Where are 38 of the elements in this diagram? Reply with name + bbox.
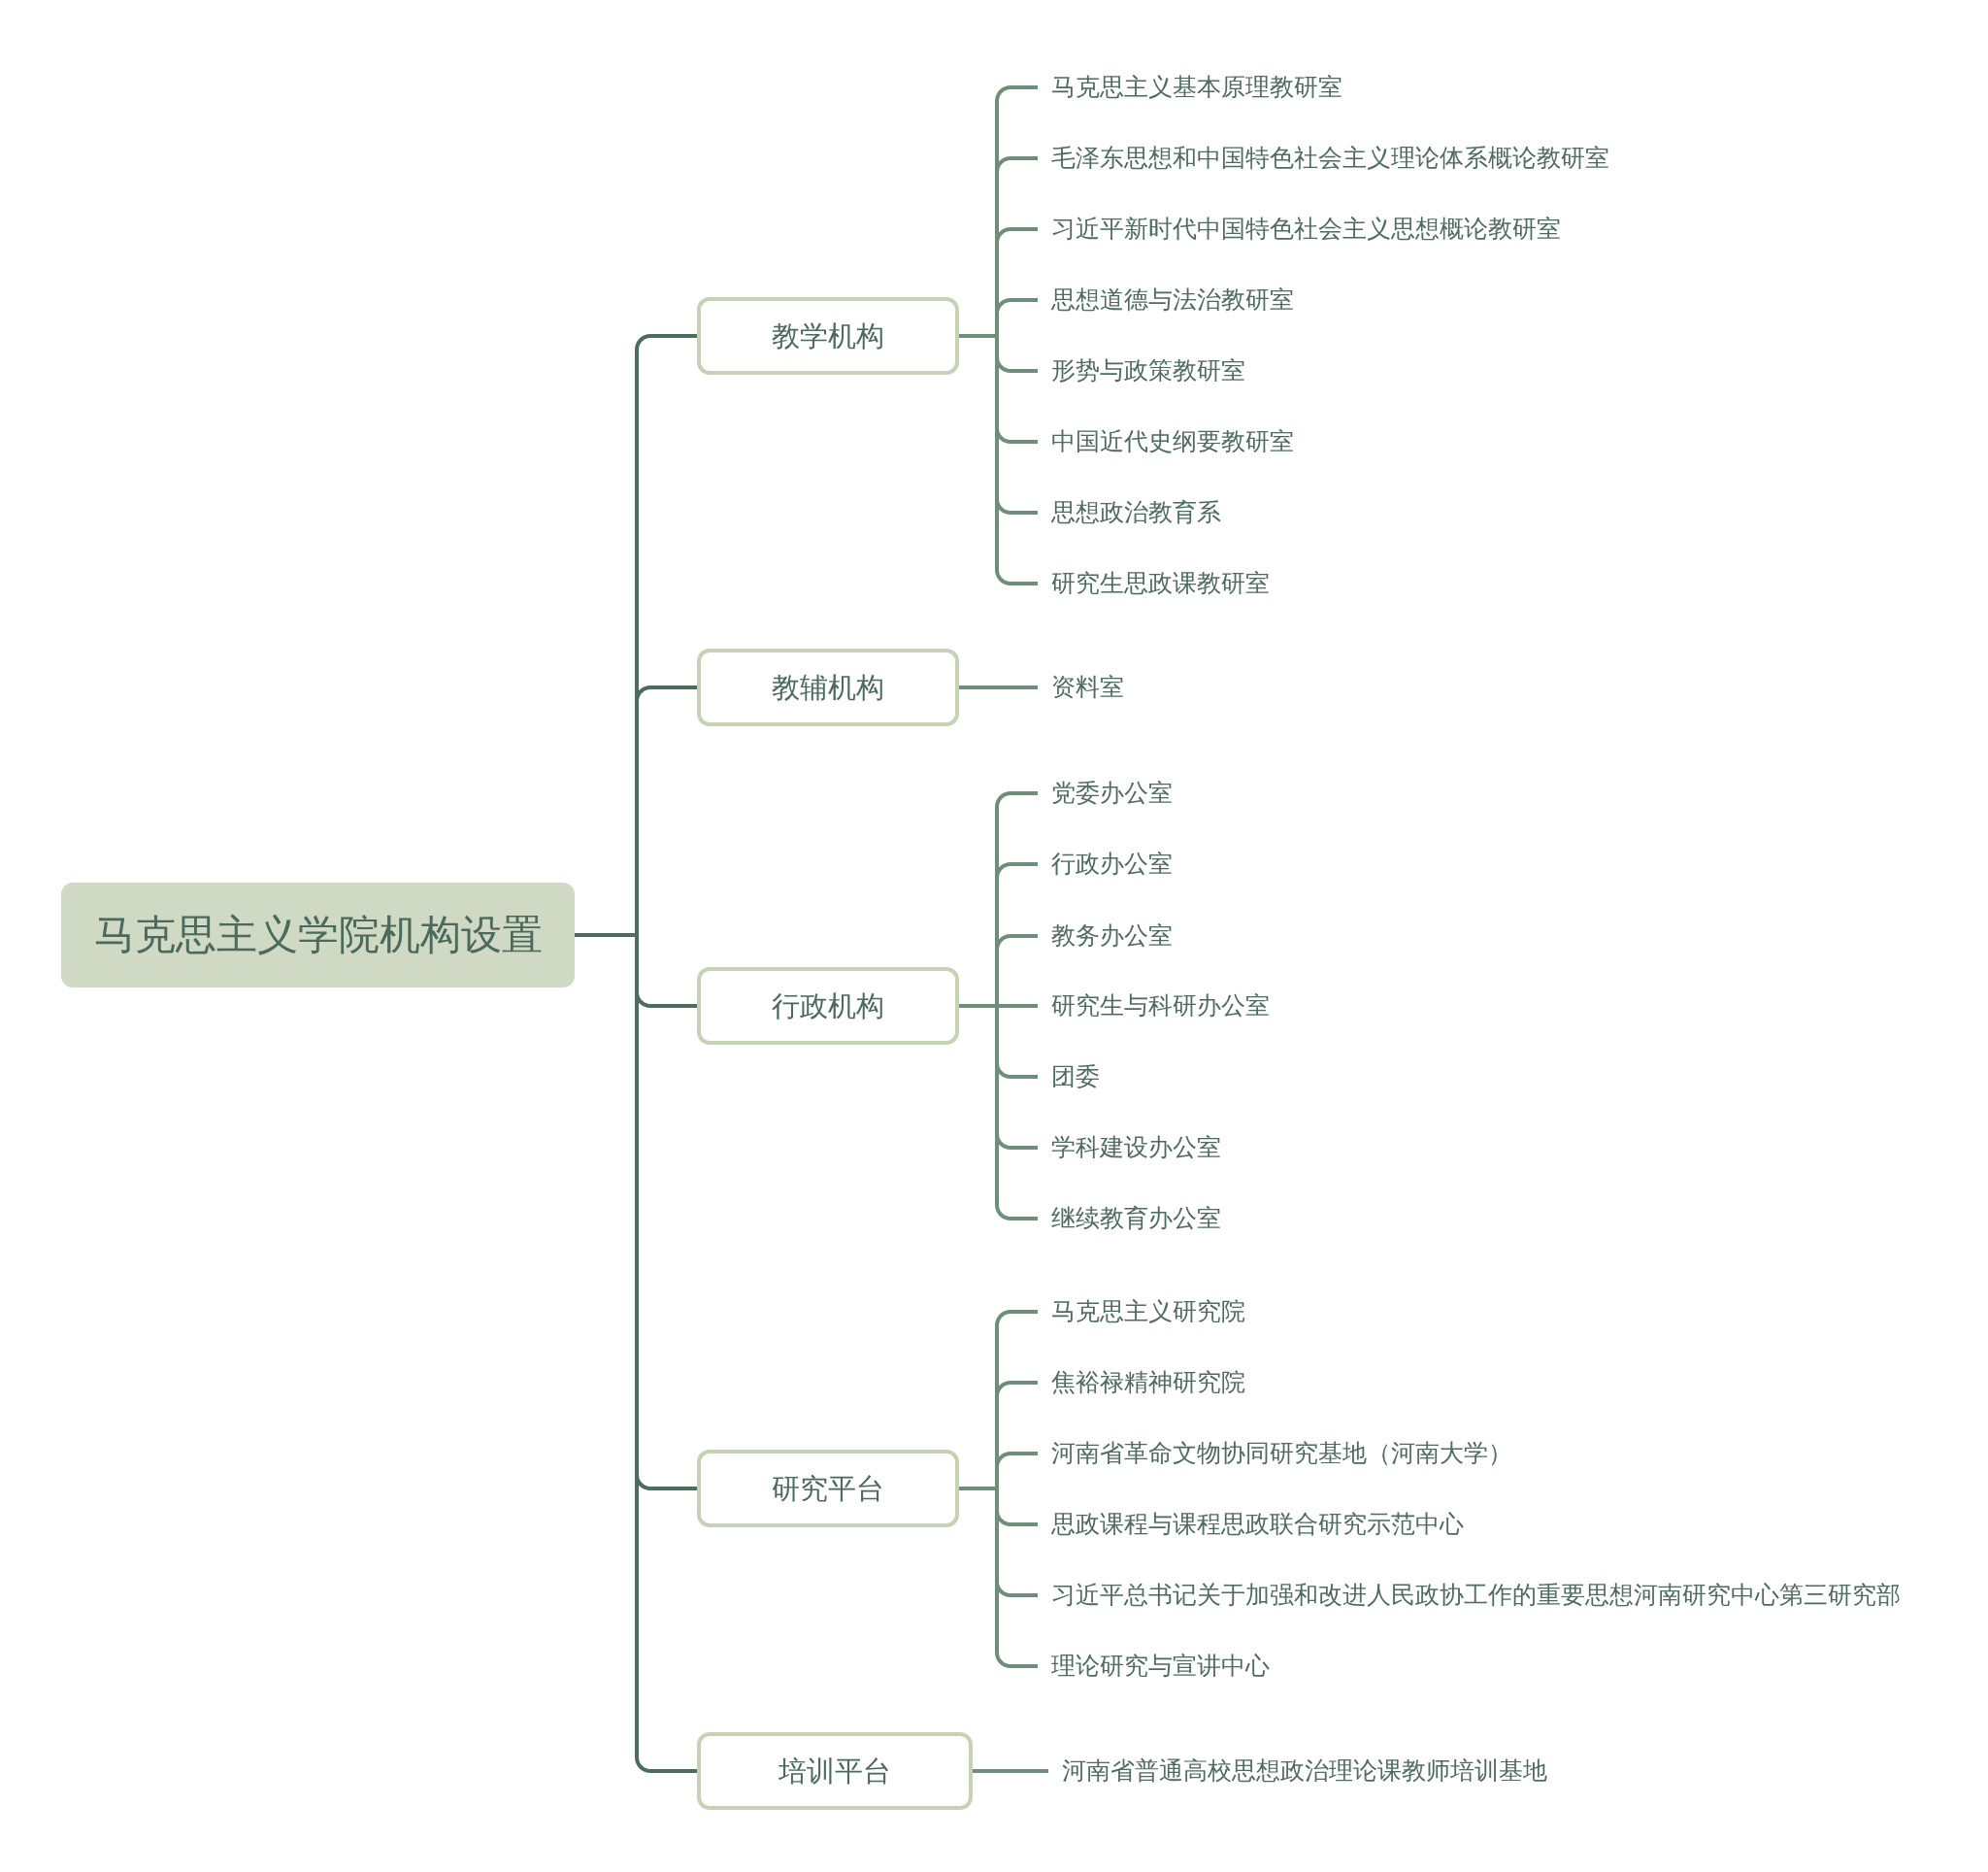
subtopic-label: 教务办公室	[1038, 921, 1173, 951]
subtopic-label: 河南省普通高校思想政治理论课教师培训基地	[1048, 1756, 1547, 1786]
subtopic-label: 思政课程与课程思政联合研究示范中心	[1038, 1510, 1464, 1539]
topic-box	[697, 649, 959, 726]
subtopic-label: 团委	[1038, 1062, 1100, 1091]
subtopic-label: 理论研究与宣讲中心	[1038, 1652, 1270, 1681]
subtopic-label: 研究生与科研办公室	[1038, 991, 1270, 1020]
topic-label: 教学机构	[772, 318, 884, 353]
subtopic-label: 马克思主义基本原理教研室	[1038, 73, 1342, 102]
subtopic-label: 资料室	[1038, 673, 1124, 702]
topic-box	[697, 297, 959, 375]
topic-label: 教辅机构	[772, 670, 884, 705]
subtopic-label: 中国近代史纲要教研室	[1038, 427, 1294, 456]
topic-box	[697, 967, 959, 1045]
subtopic-label: 习近平总书记关于加强和改进人民政协工作的重要思想河南研究中心第三研究部	[1038, 1581, 1901, 1610]
topic-label: 行政机构	[772, 988, 884, 1023]
subtopic-label: 学科建设办公室	[1038, 1133, 1221, 1162]
topic-box	[697, 1732, 973, 1810]
subtopic-label: 毛泽东思想和中国特色社会主义理论体系概论教研室	[1038, 144, 1609, 173]
subtopic-label: 思想道德与法治教研室	[1038, 285, 1294, 315]
topic-label: 研究平台	[772, 1471, 884, 1506]
subtopic-label: 研究生思政课教研室	[1038, 569, 1270, 598]
connector-line	[959, 334, 1038, 585]
root-topic-box	[61, 883, 575, 987]
root-topic-label: 马克思主义学院机构设置	[93, 910, 543, 960]
subtopic-label: 行政办公室	[1038, 850, 1173, 879]
subtopic-label: 继续教育办公室	[1038, 1204, 1221, 1233]
subtopic-label: 思想政治教育系	[1038, 498, 1221, 527]
subtopic-label: 焦裕禄精神研究院	[1038, 1368, 1245, 1397]
topic-label: 培训平台	[779, 1754, 891, 1788]
subtopic-label: 形势与政策教研室	[1038, 356, 1245, 385]
topic-box	[697, 1450, 959, 1527]
connector-line	[973, 1769, 1048, 1773]
subtopic-label: 马克思主义研究院	[1038, 1297, 1245, 1326]
subtopic-label: 党委办公室	[1038, 779, 1173, 808]
connector-line	[959, 685, 1038, 689]
subtopic-label: 河南省革命文物协同研究基地（河南大学）	[1038, 1439, 1512, 1468]
subtopic-label: 习近平新时代中国特色社会主义思想概论教研室	[1038, 215, 1561, 244]
